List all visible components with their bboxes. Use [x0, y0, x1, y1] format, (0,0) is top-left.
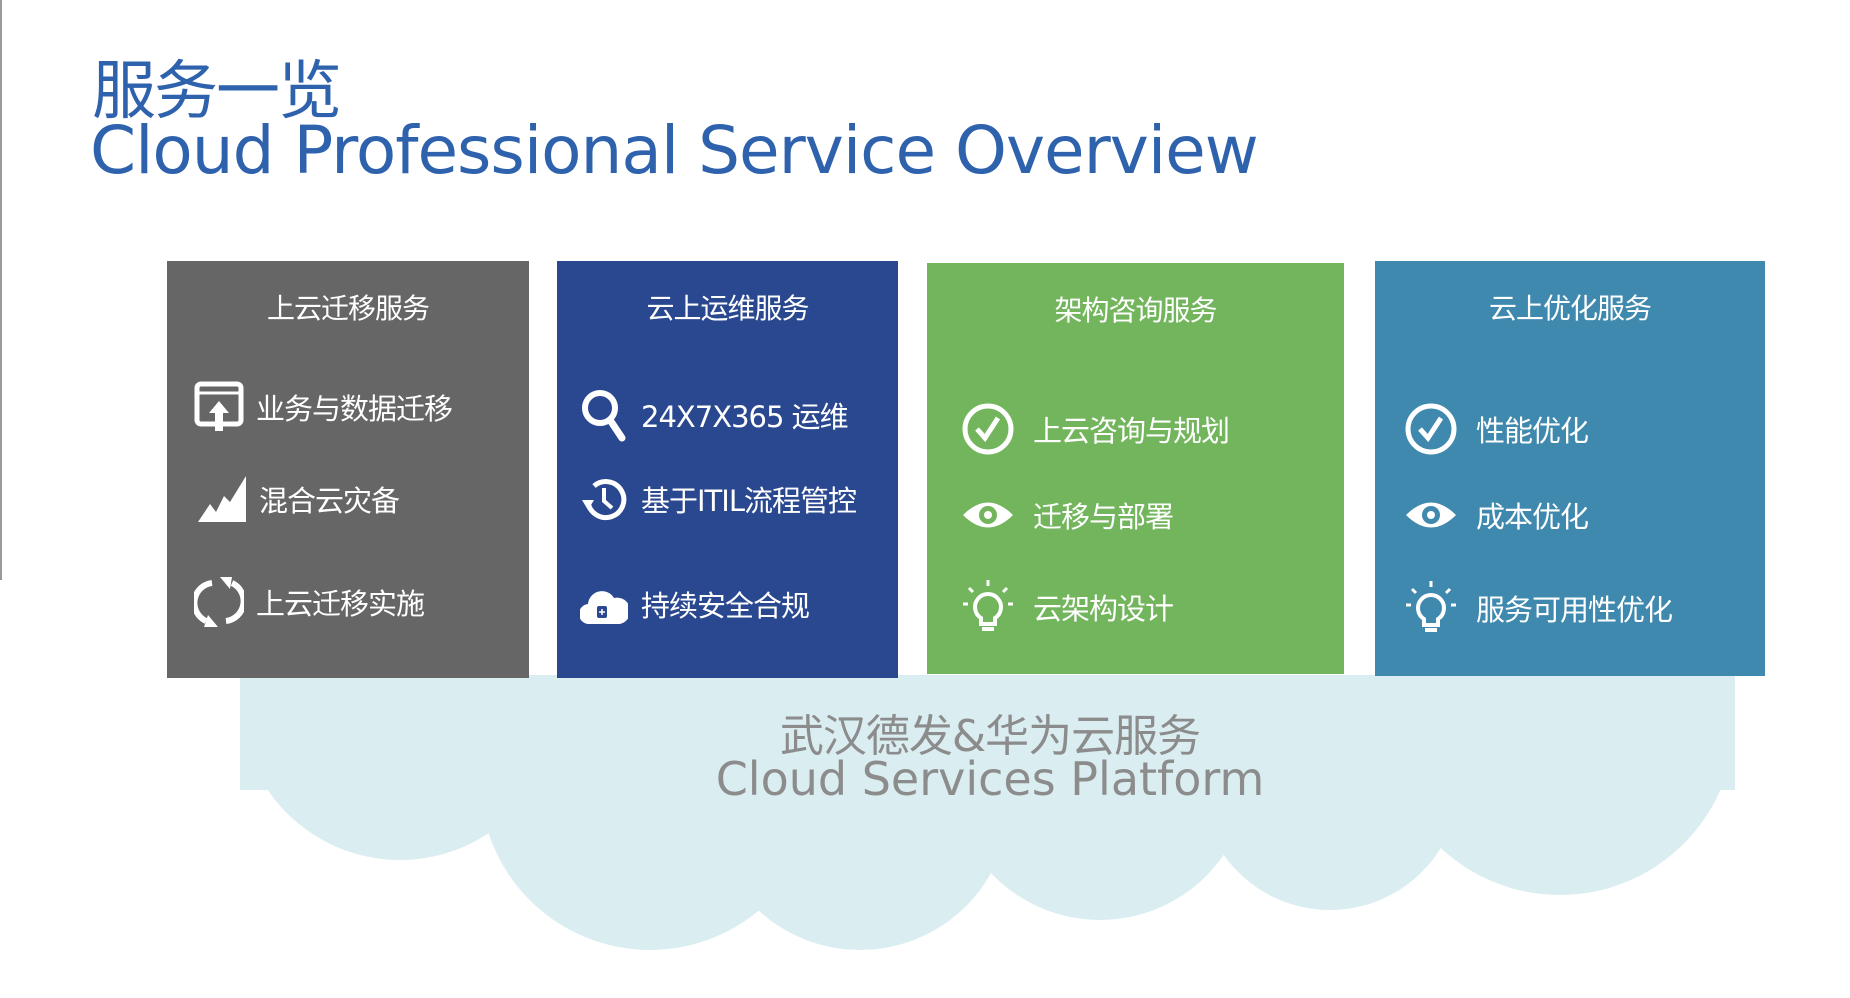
page-title-en: Cloud Professional Service Overview — [90, 112, 1259, 189]
list-item: 混合云灾备 — [195, 472, 400, 526]
eye-icon — [1404, 488, 1458, 542]
panel-title: 架构咨询服务 — [1054, 294, 1217, 327]
panel-operations: 云上运维服务 24X7X365 运维 基于ITIL流程管控 持续安全合规 — [557, 261, 898, 678]
panel-title: 云上运维服务 — [646, 292, 809, 325]
list-item: 迁移与部署 — [961, 488, 1174, 542]
list-item: 基于ITIL流程管控 — [577, 472, 857, 526]
upload-window-icon — [192, 380, 246, 434]
list-item: 性能优化 — [1404, 402, 1589, 456]
panel-title: 云上优化服务 — [1488, 292, 1652, 325]
platform-title-cn: 武汉德发&华为云服务 — [779, 711, 1201, 762]
check-circle-icon — [1404, 402, 1458, 456]
list-item: 成本优化 — [1404, 488, 1589, 542]
lightbulb-icon — [1404, 581, 1458, 635]
platform-title-en: Cloud Services Platform — [715, 752, 1265, 806]
left-border — [0, 0, 2, 998]
panel-title: 上云迁移服务 — [266, 292, 430, 325]
eye-icon — [961, 488, 1015, 542]
list-item: 持续安全合规 — [577, 577, 810, 631]
list-item: 上云咨询与规划 — [961, 402, 1230, 456]
list-item: 24X7X365 运维 — [577, 388, 849, 442]
list-item: 云架构设计 — [961, 580, 1174, 634]
page-title-cn: 服务一览 — [92, 55, 342, 129]
history-icon — [577, 472, 631, 526]
search-icon — [577, 388, 631, 442]
panel-optimization: 云上优化服务 性能优化 成本优化 服务可用性优化 — [1375, 261, 1765, 676]
panel-consulting: 架构咨询服务 上云咨询与规划 迁移与部署 云架构设计 — [927, 263, 1344, 674]
refresh-icon — [192, 575, 246, 629]
cloud-shield-icon — [577, 577, 631, 631]
list-item: 服务可用性优化 — [1404, 581, 1673, 635]
panel-migration: 上云迁移服务 业务与数据迁移 混合云灾备 上云迁移实施 — [167, 261, 529, 678]
list-item: 业务与数据迁移 — [192, 380, 453, 434]
list-item: 上云迁移实施 — [192, 575, 425, 629]
mountain-chart-icon — [195, 472, 249, 526]
lightbulb-icon — [961, 580, 1015, 634]
check-circle-icon — [961, 402, 1015, 456]
